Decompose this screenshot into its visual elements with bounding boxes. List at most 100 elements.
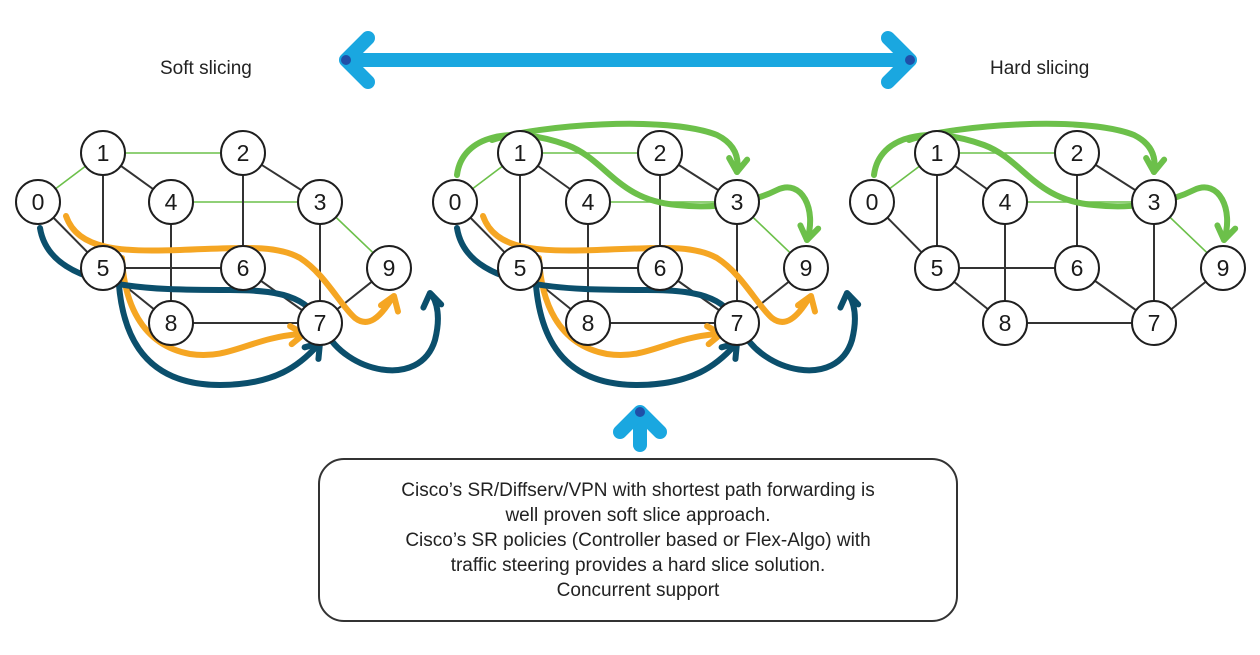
node-0-label: 0	[866, 189, 879, 215]
node-9-label: 9	[800, 255, 813, 281]
orange-path-to-9	[480, 213, 812, 325]
node-4: 4	[148, 179, 194, 225]
node-6-circle	[220, 245, 266, 291]
node-4-label: 4	[165, 189, 178, 215]
navy-arrowhead-9	[837, 290, 862, 311]
orange-path-to-7	[119, 255, 303, 358]
node-2-circle	[1054, 130, 1100, 176]
node-3-circle	[1131, 179, 1177, 225]
node-4-circle	[148, 179, 194, 225]
node-8-label: 8	[165, 310, 178, 336]
node-9-circle	[366, 245, 412, 291]
node-6: 6	[220, 245, 266, 291]
green-arrowhead-9	[1214, 222, 1239, 243]
orange-arrowhead-9	[794, 293, 818, 315]
node-3-circle	[714, 179, 760, 225]
node-6-circle	[637, 245, 683, 291]
node-7-circle	[297, 300, 343, 346]
node-2-circle	[220, 130, 266, 176]
double-arrow	[339, 31, 917, 89]
callout-line-2: well proven soft slice approach.	[505, 504, 771, 526]
callout-line-1: Cisco’s SR/Diffserv/VPN with shortest pa…	[401, 479, 875, 501]
navy-path-to-7	[532, 259, 738, 389]
node-5-circle	[914, 245, 960, 291]
node-7: 7	[1131, 300, 1177, 346]
green-arrowhead-9	[797, 222, 822, 243]
node-5-circle	[497, 245, 543, 291]
graph-1: 0 1 2 3 4 5 67 8 9	[15, 130, 445, 389]
double-arrow-left-tip	[341, 55, 351, 65]
node-0-circle	[849, 179, 895, 225]
soft-slicing-label: Soft slicing	[160, 58, 252, 79]
node-2-circle	[637, 130, 683, 176]
green-arrowhead-3	[1143, 155, 1168, 175]
callout-box: Cisco’s SR/Diffserv/VPN with shortest pa…	[318, 458, 958, 622]
navy-path-to-7	[115, 259, 321, 389]
node-3-circle	[297, 179, 343, 225]
node-9: 9	[783, 245, 829, 291]
node-0-label: 0	[32, 189, 45, 215]
node-2: 2	[637, 130, 683, 176]
node-7-label: 7	[1148, 310, 1161, 336]
soft-slice-paths	[37, 213, 445, 389]
node-8: 8	[148, 300, 194, 346]
node-5-label: 5	[97, 255, 110, 281]
node-0-circle	[432, 179, 478, 225]
node-1: 1	[497, 130, 543, 176]
node-6-circle	[1054, 245, 1100, 291]
orange-arrowhead-9	[377, 293, 401, 315]
node-8-label: 8	[582, 310, 595, 336]
node-5: 5	[80, 245, 126, 291]
node-1: 1	[914, 130, 960, 176]
node-4-circle	[982, 179, 1028, 225]
node-5-label: 5	[931, 255, 944, 281]
node-4-label: 4	[999, 189, 1012, 215]
navy-arrowhead-9	[420, 290, 445, 311]
node-3-label: 3	[314, 189, 327, 215]
node-2-label: 2	[1071, 140, 1084, 166]
node-1-label: 1	[97, 140, 110, 166]
node-1-label: 1	[931, 140, 944, 166]
node-1-circle	[497, 130, 543, 176]
node-5: 5	[497, 245, 543, 291]
node-7-label: 7	[731, 310, 744, 336]
double-arrow-right-tip	[905, 55, 915, 65]
node-8-circle	[148, 300, 194, 346]
node-1-label: 1	[514, 140, 527, 166]
node-0-label: 0	[449, 189, 462, 215]
node-6: 6	[1054, 245, 1100, 291]
node-4-circle	[565, 179, 611, 225]
green-path-to-3	[489, 120, 741, 175]
node-3-label: 3	[1148, 189, 1161, 215]
node-6-label: 6	[654, 255, 667, 281]
node-0: 0	[849, 179, 895, 225]
node-0: 0	[15, 179, 61, 225]
node-2: 2	[1054, 130, 1100, 176]
node-6-label: 6	[1071, 255, 1084, 281]
node-0-circle	[15, 179, 61, 225]
node-4: 4	[982, 179, 1028, 225]
green-path-to-3	[906, 120, 1158, 175]
node-0: 0	[432, 179, 478, 225]
node-6: 6	[637, 245, 683, 291]
node-3: 3	[1131, 179, 1177, 225]
callout-line-4: traffic steering provides a hard slice s…	[450, 554, 826, 576]
green-arrowhead-3	[726, 155, 751, 175]
up-arrow	[613, 405, 667, 452]
node-8-circle	[565, 300, 611, 346]
node-7-circle	[1131, 300, 1177, 346]
node-3-label: 3	[731, 189, 744, 215]
node-9: 9	[366, 245, 412, 291]
node-9-circle	[783, 245, 829, 291]
node-9-circle	[1200, 245, 1246, 291]
node-2: 2	[220, 130, 266, 176]
node-2-label: 2	[237, 140, 250, 166]
callout-line-3: Cisco’s SR policies (Controller based or…	[405, 529, 871, 551]
node-5-label: 5	[514, 255, 527, 281]
node-1-circle	[80, 130, 126, 176]
node-7: 7	[714, 300, 760, 346]
node-7: 7	[297, 300, 343, 346]
node-9-label: 9	[1217, 255, 1230, 281]
